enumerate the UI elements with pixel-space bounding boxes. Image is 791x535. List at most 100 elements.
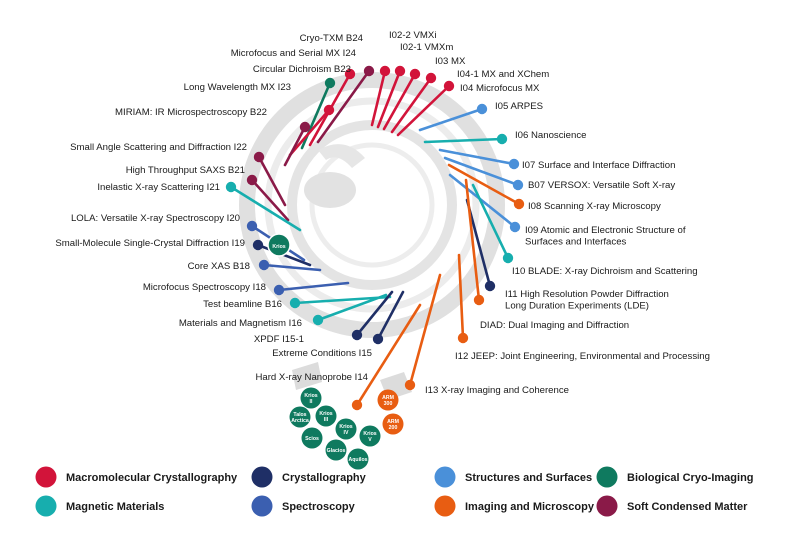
beamline-label-line: Small-Molecule Single-Crystal Diffractio…	[55, 238, 245, 249]
microscope-glacios[interactable]: Glacios	[325, 439, 347, 461]
legend-item-magnetic-materials: Magnetic Materials	[35, 495, 164, 517]
legend-swatch	[35, 495, 57, 517]
legend-label: Structures and Surfaces	[465, 472, 592, 484]
beamline-dot	[379, 65, 391, 77]
beamline-extreme-conditions-i15[interactable]: Extreme Conditions I15	[272, 290, 405, 359]
beamline-i04-microfocus-mx[interactable]: I04 Microfocus MX	[396, 80, 540, 137]
beamline-i06-nanoscience[interactable]: I06 Nanoscience	[423, 130, 586, 145]
beamline-i04-1-mx-and-xchem[interactable]: I04-1 MX and XChem	[390, 69, 549, 134]
beamline-i13-x-ray-imaging-and-coherence[interactable]: I13 X-ray Imaging and Coherence	[404, 273, 569, 396]
legend-swatch	[251, 466, 273, 488]
beamline-dot	[258, 259, 270, 271]
beamline-long-wavelength-mx-i23[interactable]: Long Wavelength MX I23	[184, 82, 335, 157]
krios-badge-label: Krios	[272, 244, 285, 250]
beamline-label-line: XPDF I15-1	[254, 334, 304, 345]
beamline-label: Test beamline B16	[203, 299, 282, 310]
beamline-i08-scanning-x-ray-microscopy[interactable]: I08 Scanning X-ray Microscopy	[447, 163, 661, 212]
legend-swatch	[596, 495, 618, 517]
legend-item-biological-cryo-imaging: Biological Cryo-Imaging	[596, 466, 754, 488]
beamline-line	[370, 69, 387, 127]
beamline-dot	[344, 68, 356, 80]
legend-label: Magnetic Materials	[66, 501, 164, 513]
beamline-label-line: I04-1 MX and XChem	[457, 69, 549, 80]
beamline-i02-2-vmxi[interactable]: I02-2 VMXi	[370, 30, 436, 127]
beamline-label: I13 X-ray Imaging and Coherence	[425, 385, 569, 396]
microscope-label-line: ARM	[387, 419, 399, 425]
beamline-b07-versox-versatile-soft-x-ray[interactable]: B07 VERSOX: Versatile Soft X-ray	[443, 156, 675, 191]
microscope-label-line: Krios	[339, 424, 352, 430]
beamline-label: MIRIAM: IR Microspectroscopy B22	[115, 107, 267, 118]
beamline-dot	[473, 294, 485, 306]
beamline-dot	[508, 158, 520, 170]
microscope-scios[interactable]: Scios	[301, 427, 323, 449]
beamline-line	[464, 178, 481, 302]
beamline-diad-dual-imaging-and-diffraction[interactable]: DIAD: Dual Imaging and Diffraction	[464, 178, 629, 331]
beamline-i05-arpes[interactable]: I05 ARPES	[418, 101, 543, 132]
beamline-dot	[409, 68, 421, 80]
microscope-label: Scios	[305, 436, 319, 442]
legend-swatch	[434, 466, 456, 488]
krios-ring-badge[interactable]: Krios	[267, 233, 291, 257]
beamline-high-throughput-saxs-b21[interactable]: High Throughput SAXS B21	[126, 165, 290, 222]
microscope-label-line: Scios	[305, 436, 319, 442]
beamline-label-line: I04 Microfocus MX	[460, 83, 540, 94]
synchrotron-ring	[239, 72, 505, 400]
beamline-hard-x-ray-nanoprobe-i14[interactable]: Hard X-ray Nanoprobe I14	[255, 303, 422, 411]
microscope-circle	[315, 405, 337, 427]
beamline-i10-blade-x-ray-dichroism-and-scattering[interactable]: I10 BLADE: X-ray Dichroism and Scatterin…	[471, 183, 698, 277]
beamline-dot	[289, 297, 301, 309]
beamline-label: High Throughput SAXS B21	[126, 165, 245, 176]
beamline-line	[390, 76, 433, 134]
beamline-i02-1-vmxm[interactable]: I02-1 VMXm	[376, 42, 453, 129]
beamline-circular-dichroism-b23[interactable]: Circular Dichroism B23	[253, 64, 375, 144]
booster-ring	[309, 142, 435, 268]
beamline-dot	[253, 151, 265, 163]
beamline-label-line: I10 BLADE: X-ray Dichroism and Scatterin…	[512, 266, 698, 277]
beamline-xpdf-i15-1[interactable]: XPDF I15-1	[254, 290, 394, 345]
beamline-label-line: LOLA: Versatile X-ray Spectroscopy I20	[71, 213, 240, 224]
beamline-dot	[404, 379, 416, 391]
beamline-i03-mx[interactable]: I03 MX	[382, 56, 466, 131]
beamline-label-line: Hard X-ray Nanoprobe I14	[255, 372, 368, 383]
beamline-line	[448, 173, 517, 229]
beamline-materials-and-magnetism-i16[interactable]: Materials and Magnetism I16	[179, 293, 388, 329]
beamline-miriam-ir-microspectroscopy-b22[interactable]: MIRIAM: IR Microspectroscopy B22	[115, 107, 311, 167]
beamline-label-line: I09 Atomic and Electronic Structure of	[525, 225, 686, 236]
beamline-dot	[372, 333, 384, 345]
beamline-label: I08 Scanning X-ray Microscopy	[528, 201, 661, 212]
beamline-i07-surface-and-interface-diffraction[interactable]: I07 Surface and Interface Diffraction	[438, 148, 675, 171]
beamline-label-line: B07 VERSOX: Versatile Soft X-ray	[528, 180, 675, 191]
beamline-dot	[246, 220, 258, 232]
legend-item-structures-and-surfaces: Structures and Surfaces	[434, 466, 592, 488]
beamline-line	[408, 273, 442, 387]
beamline-i12-jeep-joint-engineering-environmental-and-processing[interactable]: I12 JEEP: Joint Engineering, Environment…	[455, 253, 710, 362]
beamline-line	[382, 72, 417, 131]
beamline-label-line: Microfocus and Serial MX I24	[231, 48, 357, 59]
beamline-small-angle-scattering-and-diffraction-i22[interactable]: Small Angle Scattering and Diffraction I…	[70, 142, 287, 207]
beamline-line	[376, 290, 405, 341]
beamline-core-xas-b18[interactable]: Core XAS B18	[188, 259, 322, 272]
beamline-inelastic-x-ray-scattering-i21[interactable]: Inelastic X-ray Scattering I21	[97, 181, 302, 232]
beamline-line	[355, 290, 394, 337]
microscope-label-line: Talos	[293, 412, 306, 418]
beamline-line	[316, 69, 371, 144]
microscope-aquilos[interactable]: Aquilos	[347, 448, 369, 470]
beamline-label-line: Circular Dichroism B23	[253, 64, 351, 75]
beamline-dot	[299, 121, 311, 133]
beamline-dot	[351, 329, 363, 341]
beamline-microfocus-spectroscopy-i18[interactable]: Microfocus Spectroscopy I18	[143, 281, 350, 296]
storage-ring-outer	[239, 72, 505, 338]
i14-extension	[292, 362, 322, 390]
beamline-line	[277, 281, 350, 292]
